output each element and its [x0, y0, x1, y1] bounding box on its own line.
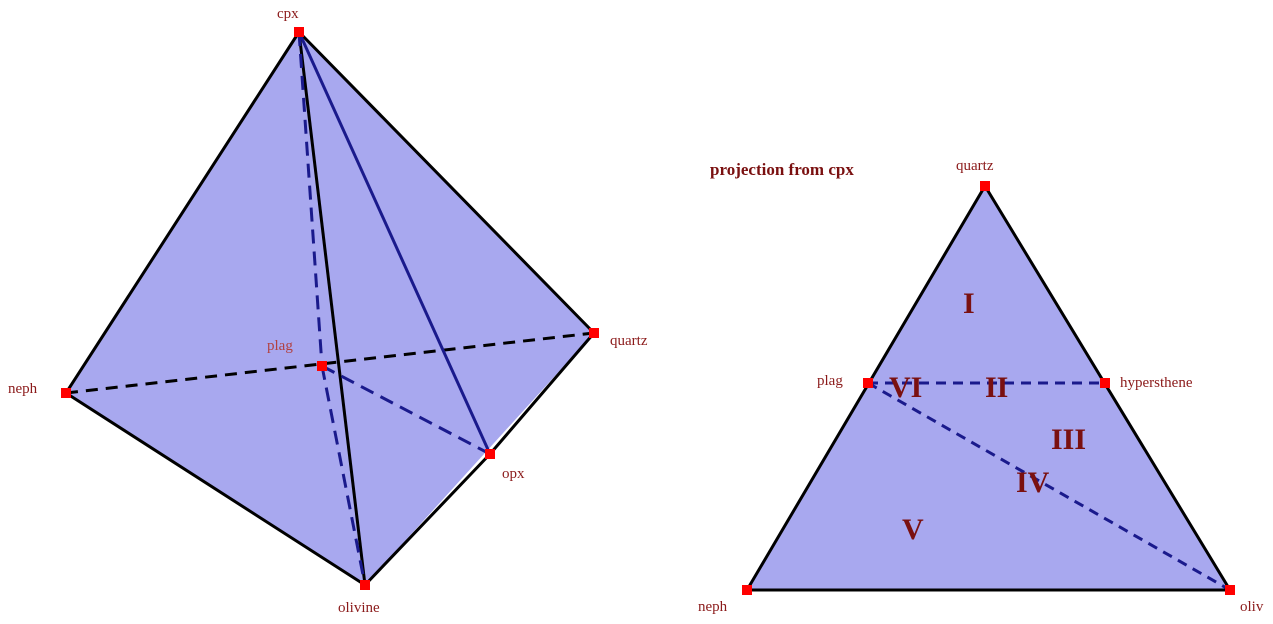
vertex-marker-neph: [61, 388, 71, 398]
region-label-iv: IV: [1016, 466, 1050, 499]
label-olivine: olivine: [338, 600, 380, 616]
tieline-plag-oliv: [867, 381, 1231, 592]
edge-neph-quartz-dashed: [65, 331, 595, 395]
edge-cpx-olivine: [297, 31, 367, 586]
label-neph: neph: [8, 381, 38, 397]
edge-plag-olivine-dashed: [320, 365, 367, 586]
edge-cpx-opx: [297, 31, 492, 455]
vertex-marker-olivine: [360, 580, 370, 590]
tetra-outline: [64, 30, 596, 587]
label-opx: opx: [502, 466, 525, 482]
proj-label-quartz: quartz: [956, 158, 994, 174]
tetra-face-back: [66, 32, 594, 585]
vertex-marker-opx: [485, 449, 495, 459]
vertex-marker-quartz: [589, 328, 599, 338]
region-label-iii: III: [1051, 423, 1086, 456]
label-plag: plag: [267, 338, 293, 354]
region-label-i: I: [963, 287, 975, 320]
edge-cpx-plag-dashed: [297, 31, 324, 367]
vertex-marker-cpx: [294, 27, 304, 37]
proj-marker-neph: [742, 585, 752, 595]
proj-marker-quartz: [980, 181, 990, 191]
vertex-marker-plag: [317, 361, 327, 371]
proj-label-neph: neph: [698, 599, 728, 615]
region-label-v: V: [902, 513, 924, 546]
label-quartz: quartz: [610, 333, 648, 349]
tetrahedron-diagram: cpx neph plag quartz opx olivine: [8, 6, 648, 616]
projection-diagram: projection from cpx quartz plag hypersth…: [698, 158, 1264, 615]
region-label-ii: II: [985, 371, 1008, 404]
region-label-vi: VI: [889, 371, 922, 404]
proj-label-plag: plag: [817, 373, 843, 389]
proj-marker-oliv: [1225, 585, 1235, 595]
label-cpx: cpx: [277, 6, 299, 22]
proj-marker-hypersthene: [1100, 378, 1110, 388]
proj-label-oliv: oliv: [1240, 599, 1264, 615]
proj-label-hypersthene: hypersthene: [1120, 375, 1193, 391]
proj-marker-plag: [863, 378, 873, 388]
projection-title: projection from cpx: [710, 160, 854, 179]
edge-plag-opx-dashed: [321, 364, 491, 456]
